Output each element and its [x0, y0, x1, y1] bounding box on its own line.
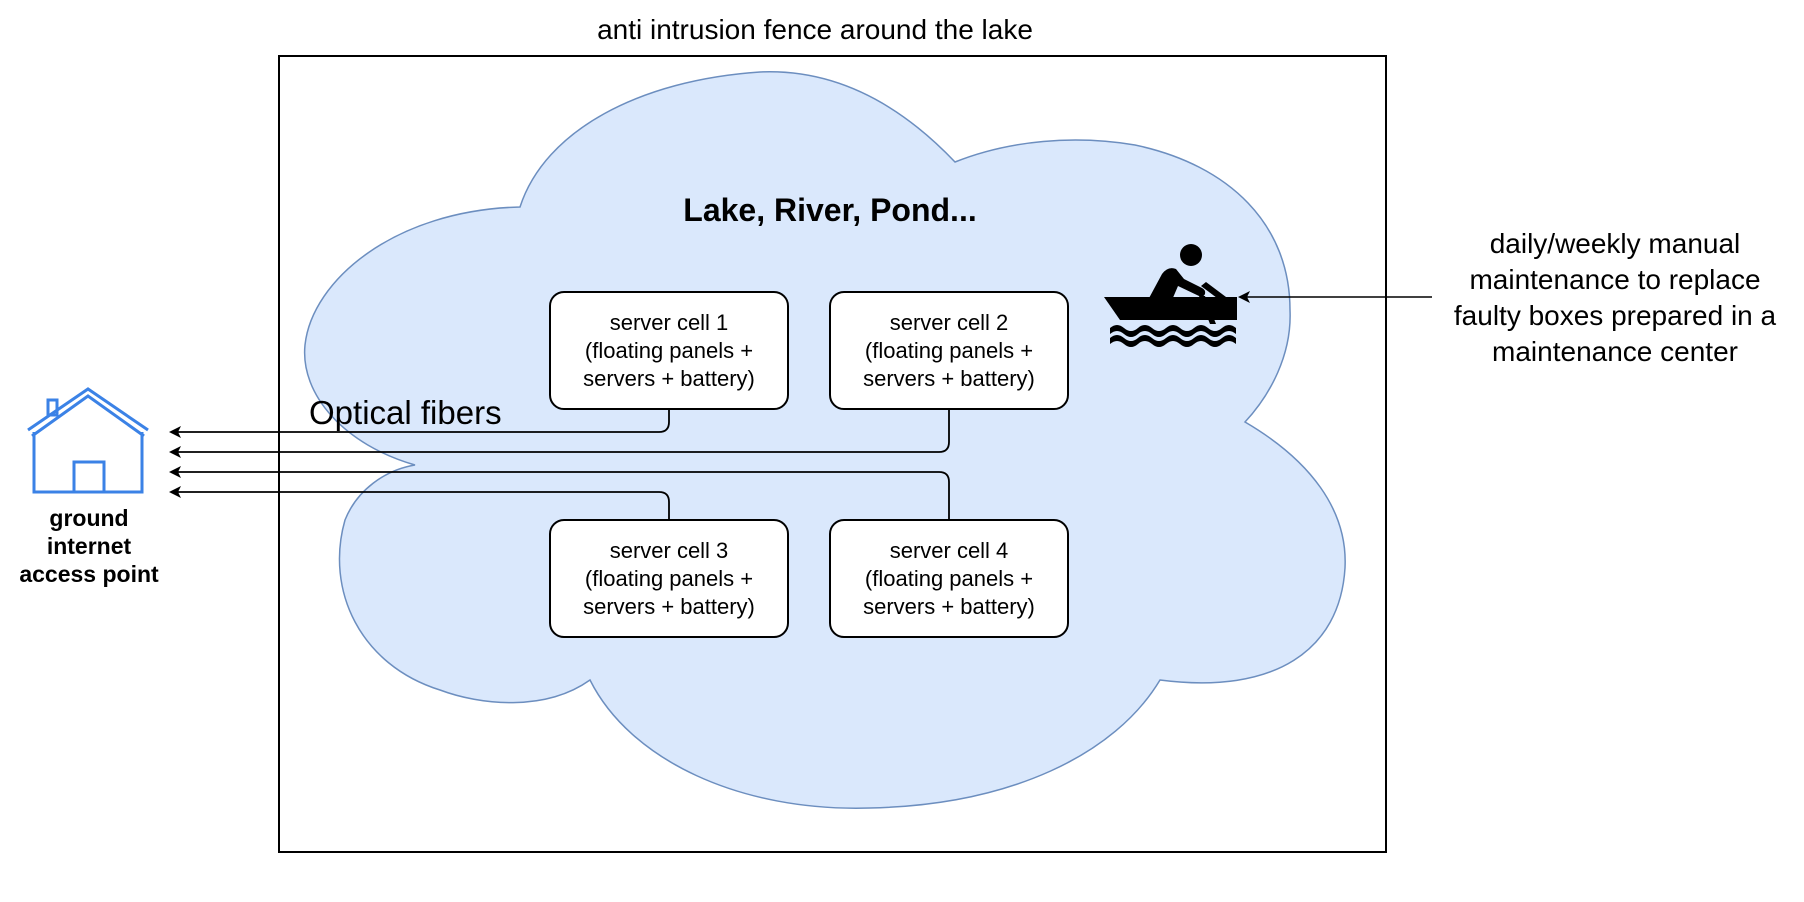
server-cell-desc: (floating panels +: [864, 565, 1034, 591]
rowing-boat-icon: [1104, 244, 1237, 347]
server-cell-title: server cell 1: [609, 309, 729, 335]
server-cell-desc: (floating panels +: [584, 337, 754, 363]
server-cell-desc: (floating panels +: [584, 565, 754, 591]
access-point-label-line: access point: [19, 561, 159, 587]
maintenance-note: daily/weekly manual maintenance to repla…: [1430, 226, 1800, 370]
server-cell-desc: servers + battery): [583, 365, 755, 391]
access-point-label-line: ground: [49, 505, 129, 531]
server-cell-title: server cell 2: [889, 309, 1009, 335]
server-cell-4: server cell 4 (floating panels + servers…: [829, 519, 1069, 638]
fiber-cell-2: [169, 410, 950, 458]
fiber-cell-1: [169, 410, 670, 438]
fiber-cell-4: [169, 466, 950, 519]
server-cell-title: server cell 3: [609, 537, 729, 563]
maintenance-note-line: maintenance to replace: [1469, 264, 1761, 295]
maintenance-note-line: maintenance center: [1492, 336, 1738, 367]
maintenance-note-line: daily/weekly manual: [1489, 228, 1741, 259]
server-cell-title: server cell 4: [889, 537, 1009, 563]
server-cell-desc: servers + battery): [583, 593, 755, 619]
lake-title: Lake, River, Pond...: [683, 192, 977, 228]
lake-cloud: [303, 71, 1346, 809]
access-point-label: ground internet access point: [0, 504, 178, 588]
fence-rectangle: [278, 55, 1387, 853]
server-cell-desc: (floating panels +: [864, 337, 1034, 363]
access-point-label-line: internet: [46, 533, 132, 559]
server-cell-desc: servers + battery): [863, 593, 1035, 619]
maintenance-note-line: faulty boxes prepared in a: [1453, 300, 1777, 331]
fiber-cell-3: [169, 486, 670, 519]
server-cell-2: server cell 2 (floating panels + servers…: [829, 291, 1069, 410]
server-cell-3: server cell 3 (floating panels + servers…: [549, 519, 789, 638]
house-icon: [27, 387, 149, 494]
server-cell-1: server cell 1 (floating panels + servers…: [549, 291, 789, 410]
optical-fibers-label: Optical fibers: [309, 394, 502, 431]
fence-label: anti intrusion fence around the lake: [597, 14, 1033, 45]
server-cell-desc: servers + battery): [863, 365, 1035, 391]
